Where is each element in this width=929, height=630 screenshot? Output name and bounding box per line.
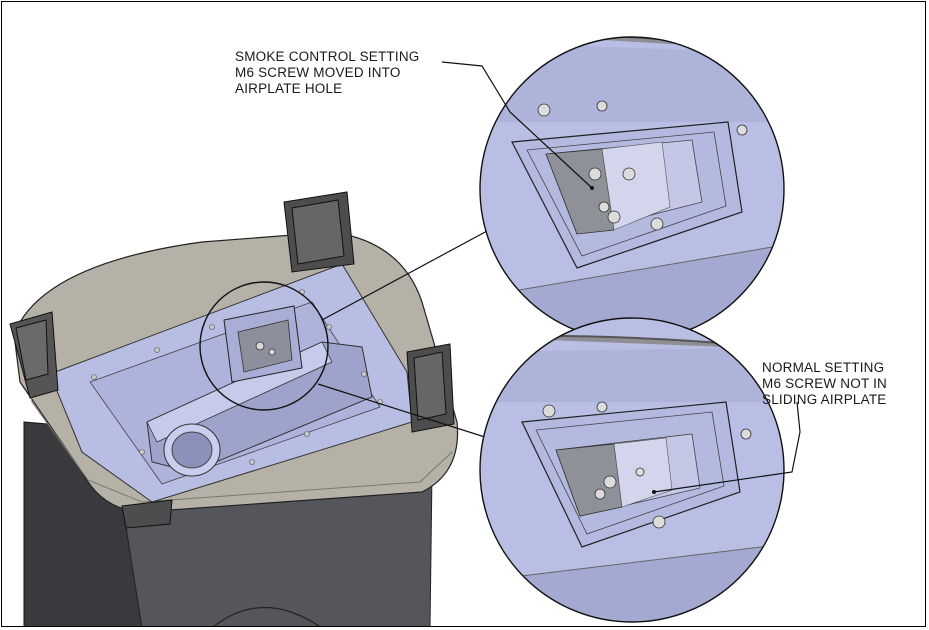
callout-smoke-control-line2: M6 SCREW MOVED INTO (235, 65, 401, 80)
zoom-connector-lines (317, 223, 501, 439)
callout-smoke-control-line1: SMOKE CONTROL SETTING (235, 49, 420, 64)
callout-normal-setting: NORMAL SETTING M6 SCREW NOT IN SLIDING A… (762, 360, 887, 408)
callout-leader-lines (441, 61, 801, 493)
stove-legs (9, 191, 455, 529)
zoom-circle-normal (479, 317, 785, 623)
callout-smoke-control-line3: AIRPLATE HOLE (235, 81, 343, 96)
small-airplate-detail (223, 305, 303, 383)
magnifier-small-circle (199, 281, 329, 411)
leader-end-dots (590, 186, 656, 494)
callout-normal-line3: SLIDING AIRPLATE (762, 392, 887, 407)
callout-smoke-control: SMOKE CONTROL SETTING M6 SCREW MOVED INT… (235, 49, 419, 97)
zoom-circle-smoke-control (479, 36, 785, 342)
callout-normal-line1: NORMAL SETTING (762, 360, 885, 375)
callout-normal-line2: M6 SCREW NOT IN (762, 376, 888, 391)
